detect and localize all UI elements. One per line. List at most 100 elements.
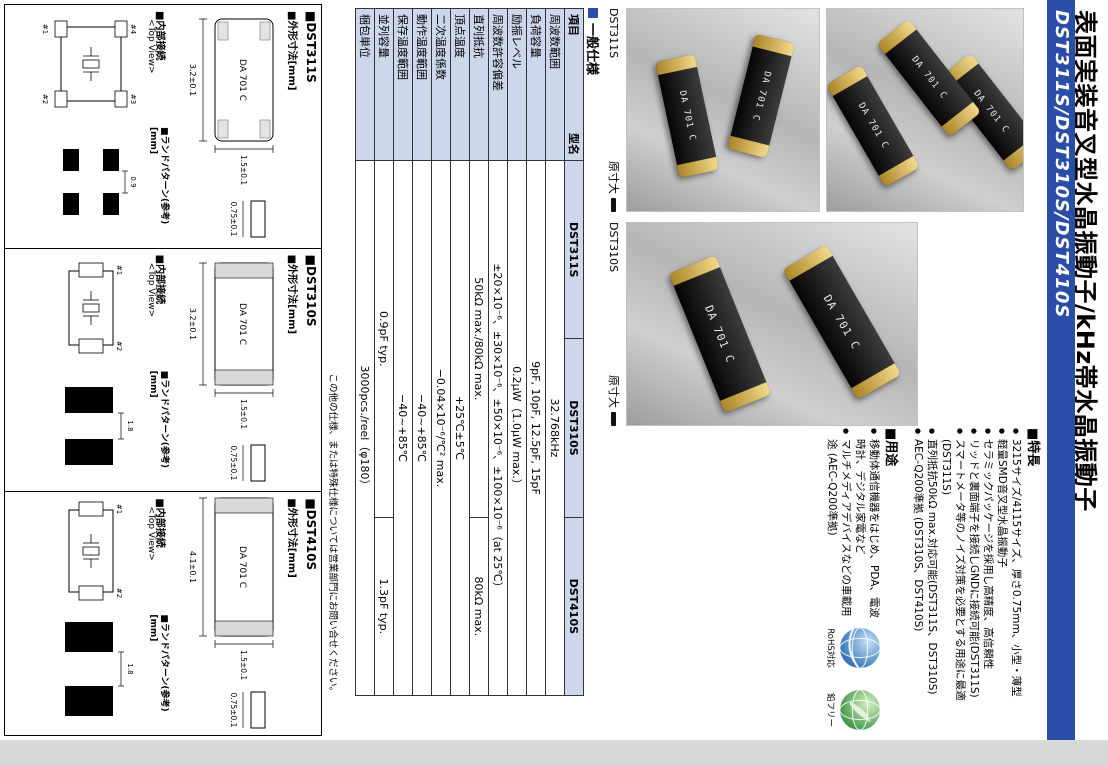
land-pattern-svg: 1.8 (65, 622, 134, 717)
uses-heading: ■用途 (883, 428, 898, 467)
chip-electrode (752, 33, 795, 57)
spec-cell: −40~+85℃ (393, 160, 413, 696)
spec-row-label: 動作温度範囲 (412, 8, 432, 161)
spec-header-item-label: 項目 (567, 14, 580, 36)
crystal-chip: DA 701 C (727, 33, 795, 159)
package-side-view (242, 200, 266, 238)
chip-marking: DA 701 C (855, 101, 891, 151)
chip-electrode (1003, 135, 1024, 171)
chip-electrode (655, 54, 697, 76)
crystal-chip: DA 701 C (782, 244, 902, 400)
land-pattern-svg: 0.9 (63, 149, 137, 215)
top-view-label: <Top View> (146, 19, 156, 74)
chip-marking: DA 701 C (676, 89, 698, 143)
spec-row: 直列抵抗 50kΩ max./80kΩ max. 80kΩ max. (469, 8, 489, 696)
width-dimension: 1.5±0.1 (239, 399, 248, 429)
spec-row: 周波数範囲 32.768kHz (545, 8, 565, 696)
land-dimension: 1.8 (126, 420, 134, 431)
spec-header-corner: 項目 型名 (564, 8, 584, 161)
drawing-panel-dst311s: ■DST311S ■外形寸法[mm] DA 701 C 3.2±0.1 (5, 5, 321, 249)
panel-heading: ■DST410S (304, 498, 318, 571)
internal-connection-label: ■内部接続 (154, 498, 165, 548)
pad-label: #2 (41, 94, 49, 104)
outline-drawings: ■DST311S ■外形寸法[mm] DA 701 C 3.2±0.1 (4, 4, 322, 736)
feature-item: リッドと裏面端子を接続しGNDに接続可能(DST311S) (967, 428, 981, 730)
actual-size-chip-image (611, 198, 617, 212)
land-pattern-label: ■ランドパターン(参考) [mm] (148, 614, 169, 712)
top-view-label: <Top View> (146, 262, 156, 318)
pad-label: #3 (129, 94, 137, 104)
chip-marking: DA 701 C (702, 303, 738, 365)
pad-label: #1 (115, 265, 123, 275)
badge-rohs: RoHS対応 (825, 622, 882, 674)
section-bullet-icon (588, 8, 599, 18)
spec-row-label: 並列容量 (374, 8, 394, 161)
crystal-chip: DA 701 C (826, 64, 920, 188)
uses-list: 移動体通信機器をはじめ、PDA、電波時計、デジタル家電など マルチメディアデバイ… (825, 428, 881, 618)
length-dimension-lines (199, 18, 207, 142)
spec-cell: 9pF, 10pF, 12.5pF, 15pF (526, 160, 546, 696)
land-pattern-label: ■ランドパターン(参考) [mm] (148, 370, 169, 468)
length-dimension: 3.2±0.1 (188, 64, 197, 96)
actual-size-group: 原寸大 (606, 375, 622, 426)
spec-cell: +25℃±5℃ (450, 160, 470, 696)
package-side-view (242, 444, 266, 482)
height-dimension: 0.75±0.1 (229, 445, 238, 480)
spec-row: 並列容量 0.9pF typ. 1.3pF typ. (374, 8, 394, 696)
use-item: マルチメディアデバイスなどの車載用途 (AEC-Q200準拠) (825, 428, 853, 618)
internal-body (68, 270, 114, 346)
spec-row-label: 頂点温度 (450, 8, 470, 161)
package-side-view (242, 691, 266, 729)
feature-item: AEC-Q200準拠 (DST310S、DST410S) (911, 428, 925, 730)
land-pads (65, 386, 113, 465)
height-dimension: 0.75±0.1 (229, 693, 238, 728)
compliance-badges: RoHS対応 鉛フリー (825, 622, 882, 736)
spec-row-label: 保存温度範囲 (393, 8, 413, 161)
spec-cell: ±20×10⁻⁶、±30×10⁻⁶、±50×10⁻⁶、±100×10⁻⁶（at … (488, 160, 508, 696)
spec-row-label: 二次温度係数 (431, 8, 451, 161)
chip-electrode (727, 135, 770, 159)
feature-item: 3215サイズ/4115サイズ、厚さ0.75mm、小型・薄型 (1009, 428, 1023, 730)
land-dimension: 0.9 (129, 176, 137, 187)
spec-cell: 50kΩ max./80kΩ max. (469, 160, 489, 518)
product-photo-dst311s-top: DA 701 C DA 701 C DA 701 C (826, 8, 1024, 212)
photo-model-label: DST310S (607, 222, 621, 273)
actual-size-chip-image (611, 412, 617, 426)
internal-body (68, 509, 114, 593)
internal-connection-svg: #1 #2 (68, 262, 123, 354)
drawing-panel-dst410s: ■DST410S ■外形寸法[mm] DA 701 C 4.1±0.1 (5, 492, 321, 735)
chip-marking-text: DA 701 C (237, 546, 247, 588)
product-photo-dst310s: DA 701 C DA 701 C (626, 222, 918, 426)
internal-pads (78, 501, 104, 601)
land-dimension-lines (118, 651, 124, 687)
models-bar: DST311S/DST310S/DST410S (1047, 0, 1075, 740)
package-top-view: DA 701 C (214, 497, 274, 637)
features-list: 3215サイズ/4115サイズ、厚さ0.75mm、小型・薄型 軽量SMD音叉型水… (911, 428, 1023, 730)
land-pads (65, 622, 113, 717)
chip-electrode (851, 363, 902, 400)
internal-connection-label: ■内部接続 (154, 11, 165, 61)
land-pattern-svg: 1.8 (65, 386, 134, 465)
spec-row-label: 負荷容量 (526, 8, 546, 161)
length-dimension-lines (199, 262, 207, 386)
chip-electrode (676, 156, 719, 178)
spec-row-label: 周波数範囲 (545, 8, 565, 161)
spec-cell: 0.2μW（1.0μW max.） (507, 160, 527, 696)
crystal-chip: DA 701 C (668, 255, 772, 413)
chip-electrode (826, 64, 868, 97)
chip-electrode (878, 155, 920, 188)
product-photo-dst311s-bottom: DA 701 C DA 701 C (626, 8, 820, 212)
width-dimension: 1.5±0.1 (239, 650, 248, 680)
spec-section-title-text: 一般仕様 (584, 23, 599, 76)
badge-leadfree: 鉛フリー (825, 684, 882, 736)
spec-cell: 0.9pF typ. (374, 160, 394, 518)
spec-cell: 32.768kHz (545, 160, 565, 696)
feature-item: スマートメータ等のノイズ対策を必要とする用途に最適(DST311S) (939, 428, 967, 730)
outline-drawing-svg: DA 701 C 3.2±0.1 1.5±0.1 0.75±0.1 (188, 262, 274, 482)
spec-cell: 1.3pF typ. (374, 517, 394, 696)
outline-drawing-svg: DA 701 C 3.2±0.1 1.5±0.1 0.75±0.1 (188, 18, 274, 238)
internal-connection-svg: #4 #3 #1 #2 (41, 20, 137, 108)
spec-header-model: DST311S (564, 160, 584, 339)
chip-marking: DA 701 C (749, 69, 773, 123)
pad-label: #1 (115, 504, 123, 514)
